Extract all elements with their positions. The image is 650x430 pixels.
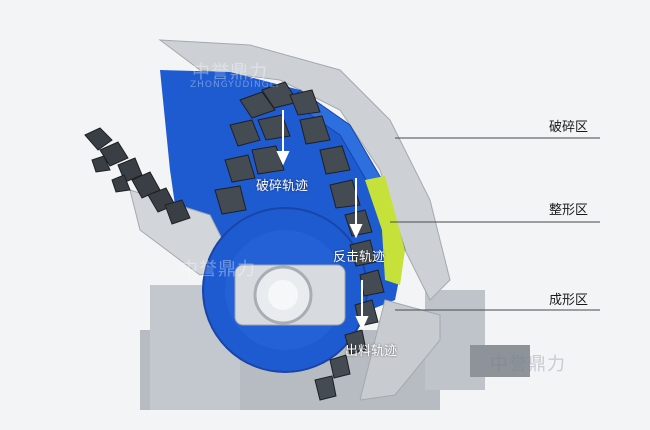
watermark-cn-right: 中誉鼎力	[490, 354, 566, 375]
leader-lines	[390, 137, 600, 311]
track-crushing-label: 破碎轨迹	[256, 179, 309, 194]
impact-arrow-head	[349, 224, 363, 239]
crushing-arrow-head	[276, 151, 290, 166]
discharge-arrow-head	[355, 316, 369, 331]
trajectory-arrows	[276, 110, 369, 331]
rock-feed	[84, 127, 191, 225]
shaft-center	[268, 280, 298, 310]
zone-shaping-label: 整形区	[549, 203, 589, 218]
hydraulic-cylinder	[470, 345, 530, 377]
shaping-zone-liner	[365, 176, 405, 285]
track-discharge-label: 出料轨迹	[345, 344, 398, 359]
discharge-guide	[359, 299, 441, 401]
watermark-cn-top: 中誉鼎力	[192, 62, 268, 83]
zone-crushing-label: 破碎区	[549, 120, 589, 135]
watermark-en-top: ZHONGYUDINGLI	[190, 80, 280, 90]
watermark-cn-mid: 中誉鼎力	[180, 259, 256, 280]
zone-forming-label: 成形区	[549, 293, 589, 308]
track-impact-label: 反击轨迹	[333, 250, 386, 265]
